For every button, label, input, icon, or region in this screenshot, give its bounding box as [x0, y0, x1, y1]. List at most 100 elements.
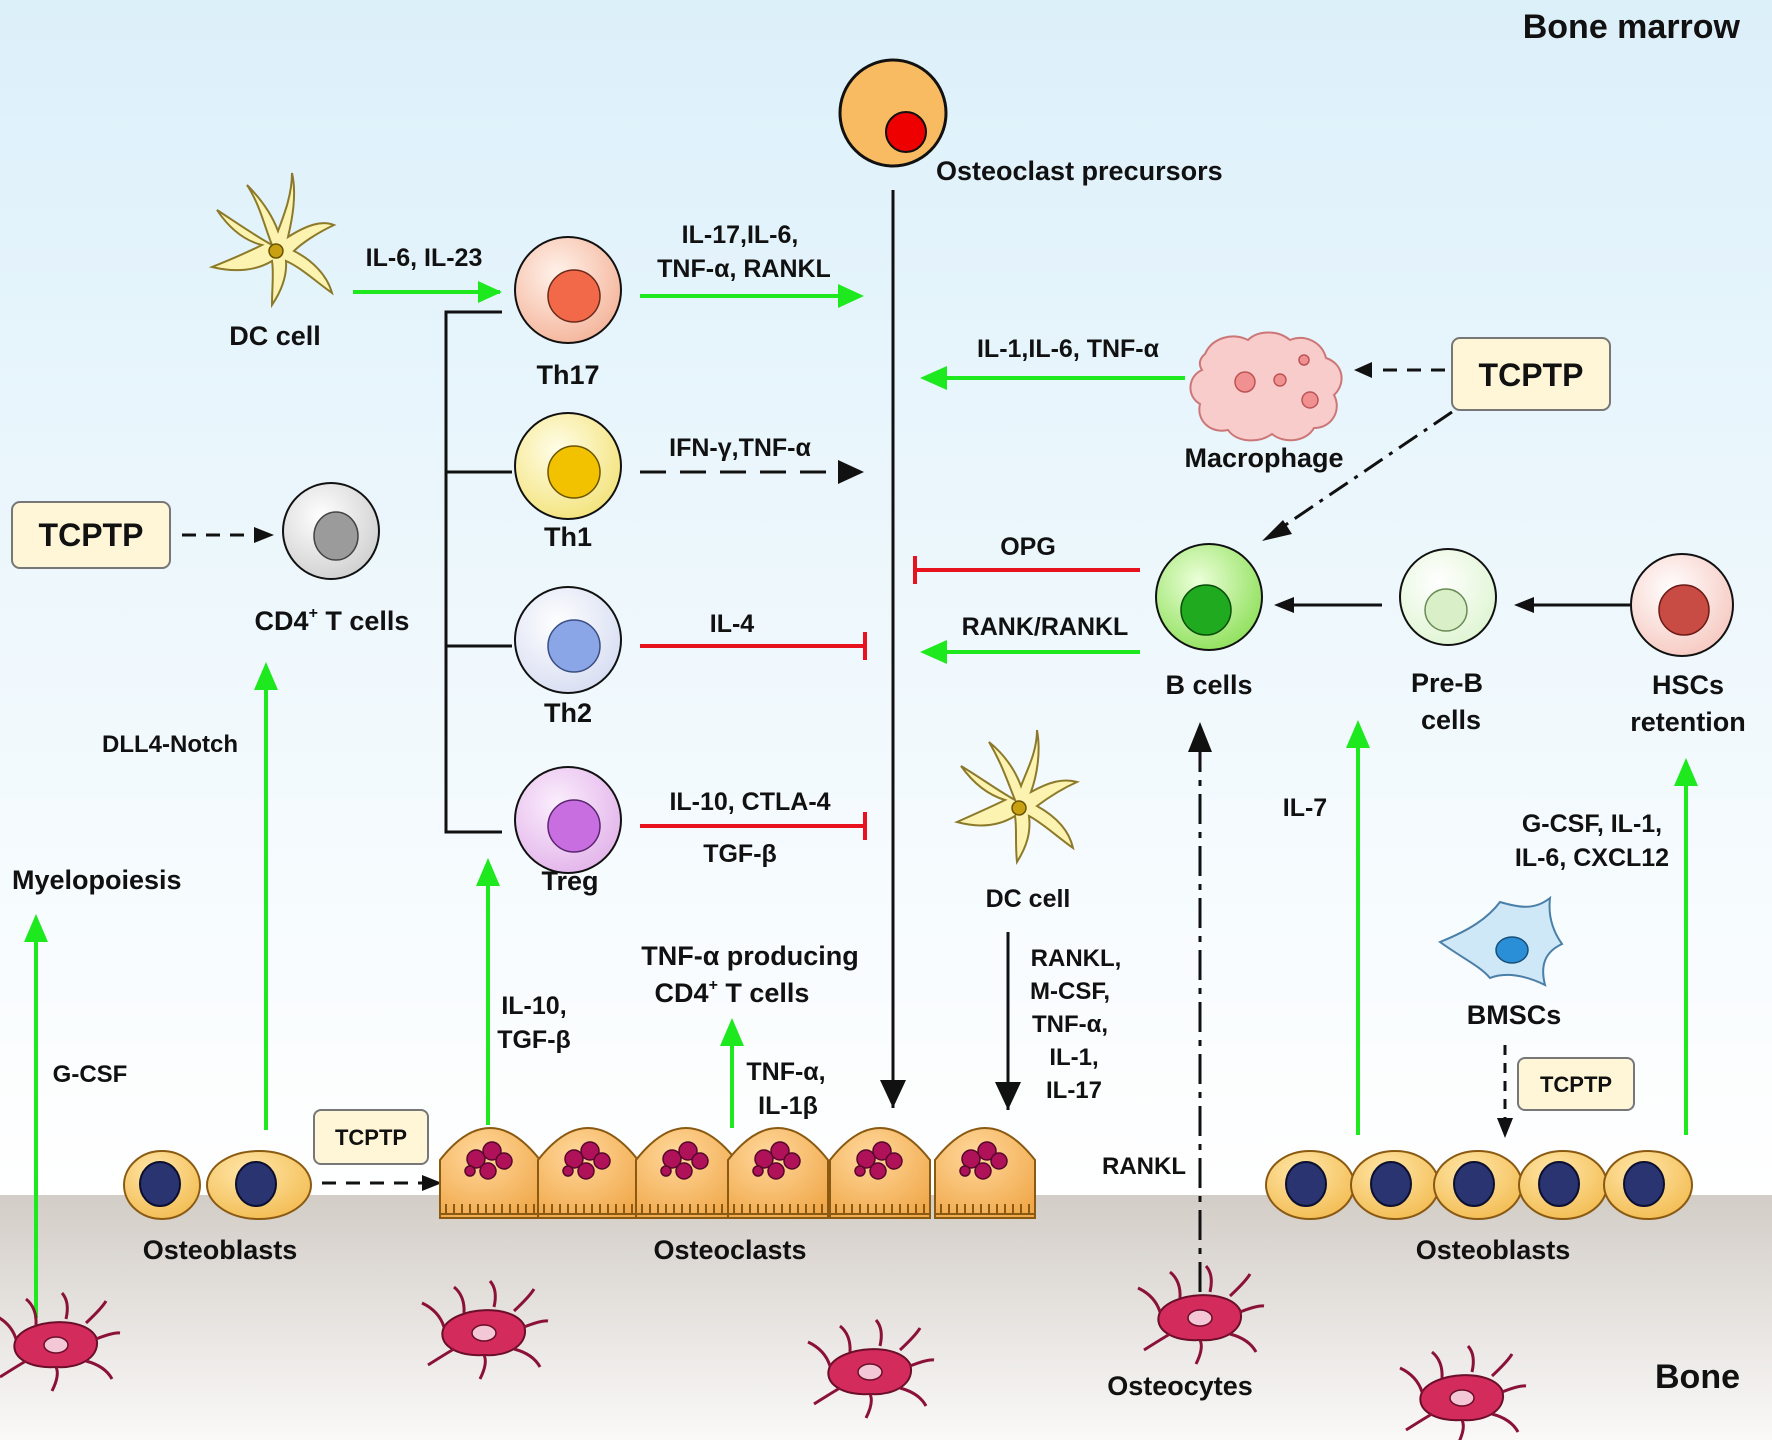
bmsc-arrowhead	[1497, 1118, 1513, 1138]
osteoclasts-group	[439, 1127, 1036, 1219]
preb-to-bcells-arrowhead	[1274, 597, 1294, 613]
bmsc-cell	[1437, 895, 1564, 987]
label-cd4-t-cells: CD4+ T cells	[255, 605, 410, 636]
signal-opg: OPG	[1000, 533, 1056, 561]
signal-il7: IL-7	[1283, 794, 1327, 822]
il10-tgfb-arrowhead	[476, 858, 500, 886]
osteoclast-cell	[934, 1127, 1036, 1219]
label-tnf-producing-line2: CD4+ T cells	[655, 977, 810, 1008]
signal-il6-il23: IL-6, IL-23	[366, 244, 483, 272]
th1-cell	[514, 412, 622, 520]
label-th17: Th17	[536, 360, 599, 390]
label-hscs-line2: retention	[1630, 707, 1746, 737]
signal-gcsf: G-CSF	[53, 1061, 128, 1088]
th2-cell	[514, 586, 622, 694]
osteoblast-cell	[1518, 1150, 1608, 1220]
osteocytes-group	[0, 1265, 1527, 1440]
label-pre-b-line2: cells	[1421, 705, 1481, 735]
bone-region	[0, 1195, 1772, 1440]
tcptp-box-left: TCPTP	[11, 501, 171, 569]
osteoclast-precursor-cell	[838, 58, 948, 168]
signal-dc-out-2: M-CSF,	[1030, 978, 1110, 1005]
signal-treg-out-1: IL-10, CTLA-4	[669, 788, 830, 816]
osteoblast-cell	[1603, 1150, 1693, 1220]
signal-th1-out: IFN-γ,TNF-α	[669, 434, 811, 462]
dc-to-th17-arrowhead	[478, 281, 502, 303]
arrows	[24, 190, 1698, 1318]
macrophage-output-arrowhead	[920, 366, 947, 390]
osteocyte-cell	[421, 1280, 549, 1380]
osteocyte-cell	[0, 1292, 121, 1392]
signal-dll4-notch: DLL4-Notch	[102, 731, 238, 758]
label-macrophage: Macrophage	[1184, 443, 1343, 473]
label-dc-cell-lower: DC cell	[986, 885, 1071, 913]
dc-lower-arrowhead	[995, 1082, 1021, 1110]
osteoblast-to-osteoclast-arrowhead	[422, 1175, 442, 1191]
signal-gcsf-group-1: G-CSF, IL-1,	[1522, 810, 1662, 838]
osteoclast-cell	[829, 1127, 931, 1219]
label-osteoclast-precursors: Osteoclast precursors	[936, 156, 1223, 186]
label-osteoblasts-left: Osteoblasts	[143, 1235, 298, 1265]
signal-rankl: RANKL	[1102, 1153, 1186, 1180]
label-osteoclasts: Osteoclasts	[653, 1235, 806, 1265]
osteocyte-rankl-arrowhead	[1188, 722, 1212, 752]
th-subset-bracket	[444, 310, 502, 834]
osteoblast-cell	[1433, 1150, 1523, 1220]
hsc-to-preb-arrowhead	[1514, 597, 1534, 613]
dc-cell-upper	[208, 172, 337, 309]
gcsf-group-arrowhead	[1674, 758, 1698, 786]
osteoblast-cell	[1350, 1150, 1440, 1220]
signal-il10-tgfb-1: IL-10,	[501, 992, 566, 1020]
il7-arrowhead	[1346, 720, 1370, 748]
signal-dc-out-3: TNF-α,	[1032, 1011, 1108, 1038]
label-dc-cell: DC cell	[229, 321, 321, 351]
osteoclast-cell	[727, 1127, 829, 1219]
label-osteocytes: Osteocytes	[1107, 1371, 1253, 1401]
label-myelopoiesis: Myelopoiesis	[12, 865, 182, 895]
signal-rank-rankl: RANK/RANKL	[962, 613, 1129, 641]
cd4-t-cell	[282, 482, 380, 580]
precursor-arrowhead	[880, 1080, 906, 1108]
label-tnf-producing-line1: TNF-α producing	[641, 941, 859, 971]
signal-dc-out-4: IL-1,	[1049, 1044, 1098, 1071]
svg-text:TCPTP: TCPTP	[1540, 1072, 1612, 1097]
signal-il10-tgfb-2: TGF-β	[497, 1026, 571, 1054]
osteocyte-cell	[807, 1319, 935, 1419]
osteoblast-cell	[206, 1150, 312, 1220]
label-osteoblasts-right: Osteoblasts	[1416, 1235, 1571, 1265]
label-th2: Th2	[544, 698, 592, 728]
b-cell	[1155, 543, 1263, 651]
tcptp-box-right: TCPTP	[1451, 337, 1611, 411]
label-b-cells: B cells	[1165, 670, 1252, 700]
osteocyte-cell	[1137, 1265, 1265, 1365]
label-pre-b-line1: Pre-B	[1411, 668, 1483, 698]
label-th1: Th1	[544, 522, 592, 552]
gcsf-arrowhead	[24, 914, 48, 942]
tcptp-box-osteoblast: TCPTP	[313, 1109, 429, 1165]
signal-treg-out-2: TGF-β	[703, 840, 777, 868]
label-hscs-line1: HSCs	[1652, 670, 1724, 700]
svg-text:TCPTP: TCPTP	[1479, 357, 1584, 393]
tcptp-to-cd4-arrowhead	[254, 527, 274, 543]
osteoclast-cell	[635, 1127, 737, 1219]
osteoblast-cell	[123, 1150, 201, 1220]
tcptp-to-bcells-arrowhead	[1262, 520, 1292, 541]
tcptp-to-macrophage-arrowhead	[1354, 362, 1372, 378]
osteoclast-cell	[537, 1127, 639, 1219]
hsc-cell	[1630, 553, 1734, 657]
svg-text:TCPTP: TCPTP	[39, 517, 144, 553]
signal-tnf-il1b-1: TNF-α,	[746, 1058, 825, 1086]
signal-th17-out-1: IL-17,IL-6,	[682, 221, 799, 249]
label-treg: Treg	[541, 866, 598, 896]
osteoblasts-left-group	[123, 1150, 312, 1220]
svg-text:TCPTP: TCPTP	[335, 1125, 407, 1150]
signal-dc-out-1: RANKL,	[1031, 945, 1122, 972]
signal-th17-out-2: TNF-α, RANKL	[657, 255, 831, 283]
dc-cell-lower	[954, 729, 1080, 865]
osteoblasts-right-group	[1265, 1150, 1693, 1220]
tcptp-to-bcells-arrow	[1274, 410, 1453, 534]
region-label-bone-marrow: Bone marrow	[1523, 8, 1741, 46]
rank-rankl-arrowhead	[920, 640, 947, 664]
